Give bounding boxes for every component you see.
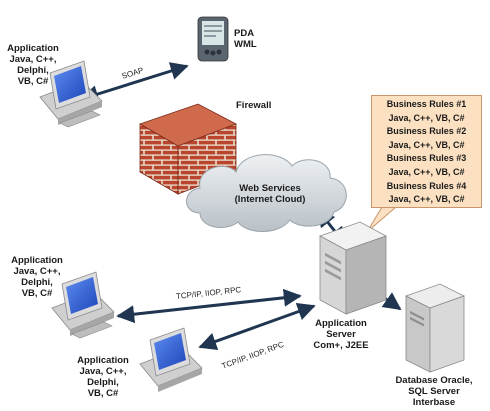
- pda-label: PDA WML: [234, 28, 257, 50]
- pda-icon: [197, 16, 229, 62]
- business-rules-box: Business Rules #1 Java, C++, VB, C# Busi…: [371, 95, 482, 208]
- computer-mid-left-icon: [51, 271, 115, 339]
- rule-line: Java, C++, VB, C#: [388, 139, 465, 150]
- web-services-label: Web Services (Internet Cloud): [234, 183, 306, 205]
- rule-line: Java, C++, VB, C#: [388, 194, 465, 205]
- computer-bottom-icon: [139, 327, 203, 392]
- firewall-label: Firewall: [236, 100, 272, 111]
- rule-line: Business Rules #4: [386, 180, 467, 191]
- rule-line: Java, C++, VB, C#: [388, 166, 465, 177]
- app-top-left-label: Application Java, C++, Delphi, VB, C#: [7, 43, 59, 87]
- database-label: Database Oracle, SQL Server Interbase: [395, 375, 473, 408]
- soap-arrow: [80, 62, 189, 103]
- rule-line: Business Rules #2: [386, 126, 467, 137]
- app-server-label: Application Server Com+, J2EE: [313, 318, 369, 351]
- app-mid-left-label: Application Java, C++, Delphi, VB, C#: [11, 255, 63, 299]
- server-to-bottom-client-arrow: [198, 303, 316, 350]
- internet-cloud-icon: [186, 154, 347, 232]
- rule-line: Business Rules #1: [386, 99, 467, 109]
- server-to-mid-client-arrow: [116, 288, 302, 324]
- rule-line: Java, C++, VB, C#: [388, 112, 465, 123]
- application-server-icon: [319, 221, 387, 315]
- computer-top-left-icon: [39, 60, 103, 128]
- database-server-icon: [404, 283, 466, 373]
- rule-line: Business Rules #3: [386, 153, 467, 164]
- app-bottom-label: Application Java, C++, Delphi, VB, C#: [77, 355, 129, 399]
